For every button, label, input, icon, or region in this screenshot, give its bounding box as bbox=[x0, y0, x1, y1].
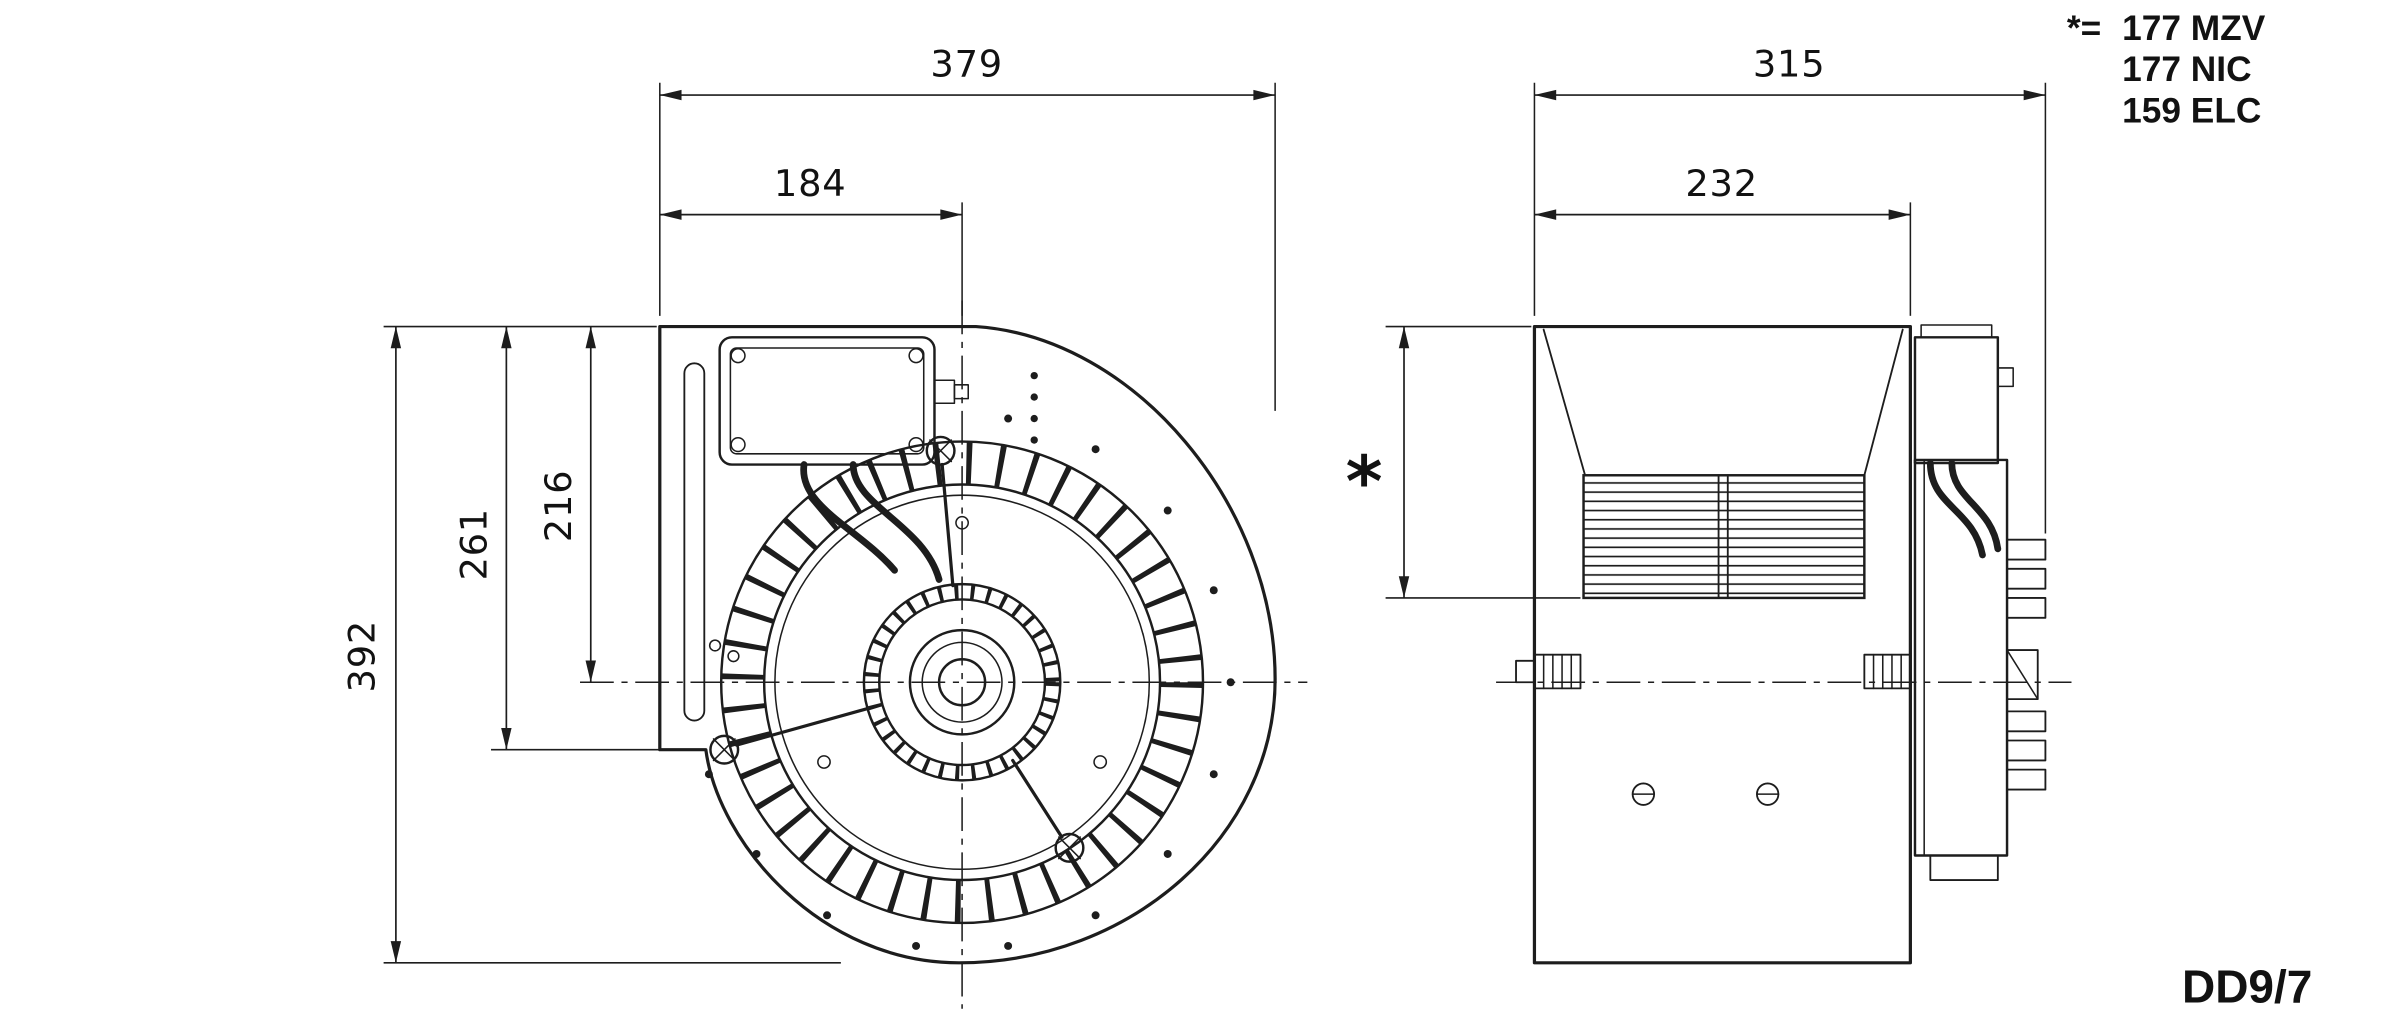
model-label: DD9/7 bbox=[2182, 961, 2312, 1013]
motor-cable bbox=[800, 461, 898, 574]
dim-star-height: * bbox=[1346, 325, 1581, 599]
dim-inlet-offset: 184 bbox=[659, 162, 963, 316]
legend-entry-mzv: 177 MZV bbox=[2122, 9, 2266, 48]
cable-gland bbox=[933, 379, 956, 404]
dim-overall-width: 379 bbox=[659, 43, 1276, 411]
dim-label-315: 315 bbox=[1753, 43, 1826, 86]
mounting-spokes bbox=[709, 435, 1085, 863]
side-view bbox=[1515, 324, 2047, 965]
dim-label-232: 232 bbox=[1685, 162, 1758, 205]
terminal-box-side bbox=[1913, 336, 2000, 465]
mounting-clamp-left bbox=[1515, 653, 1582, 690]
rivet-dots bbox=[704, 371, 1235, 950]
dimensions: 379 184 392 261 216 bbox=[340, 43, 2047, 964]
scroll-housing-outline bbox=[658, 324, 1277, 965]
terminal-box bbox=[718, 336, 969, 466]
body-outline bbox=[1532, 324, 1912, 965]
legend: *= 177 MZV 177 NIC 159 ELC bbox=[2067, 9, 2266, 131]
bottom-screws bbox=[1631, 782, 1780, 806]
dim-body-depth: 232 bbox=[1534, 162, 1912, 316]
legend-star-prefix: *= bbox=[2067, 9, 2101, 48]
motor-cable bbox=[1926, 459, 1986, 559]
side-slot bbox=[683, 362, 706, 722]
mounting-clamp-right bbox=[1863, 653, 1912, 690]
side-hole bbox=[708, 639, 722, 652]
dim-overall-depth: 315 bbox=[1533, 43, 2047, 534]
legend-entry-nic: 177 NIC bbox=[2122, 50, 2251, 89]
dim-overall-height: 392 bbox=[340, 325, 841, 964]
dim-label-star: * bbox=[1346, 441, 1383, 523]
motor-side bbox=[1913, 324, 2047, 881]
motor-front bbox=[704, 371, 1235, 950]
dim-label-216: 216 bbox=[537, 470, 580, 543]
impeller-hatch bbox=[1582, 474, 1866, 600]
dim-label-184: 184 bbox=[774, 162, 847, 205]
side-hole bbox=[727, 650, 740, 663]
centerlines bbox=[580, 300, 2072, 1009]
dim-label-261: 261 bbox=[452, 508, 495, 581]
dim-label-379: 379 bbox=[930, 43, 1003, 86]
motor-cable bbox=[849, 461, 943, 583]
dim-label-392: 392 bbox=[340, 620, 383, 693]
dim-side-height: 261 bbox=[452, 326, 660, 751]
rotor-segments bbox=[863, 584, 1061, 781]
legend-entry-elc: 159 ELC bbox=[2122, 92, 2261, 131]
motor-cooling-fins bbox=[721, 442, 1203, 923]
front-view bbox=[658, 324, 1277, 965]
dim-center-height: 216 bbox=[537, 326, 596, 683]
motor-cable bbox=[1948, 459, 2002, 553]
